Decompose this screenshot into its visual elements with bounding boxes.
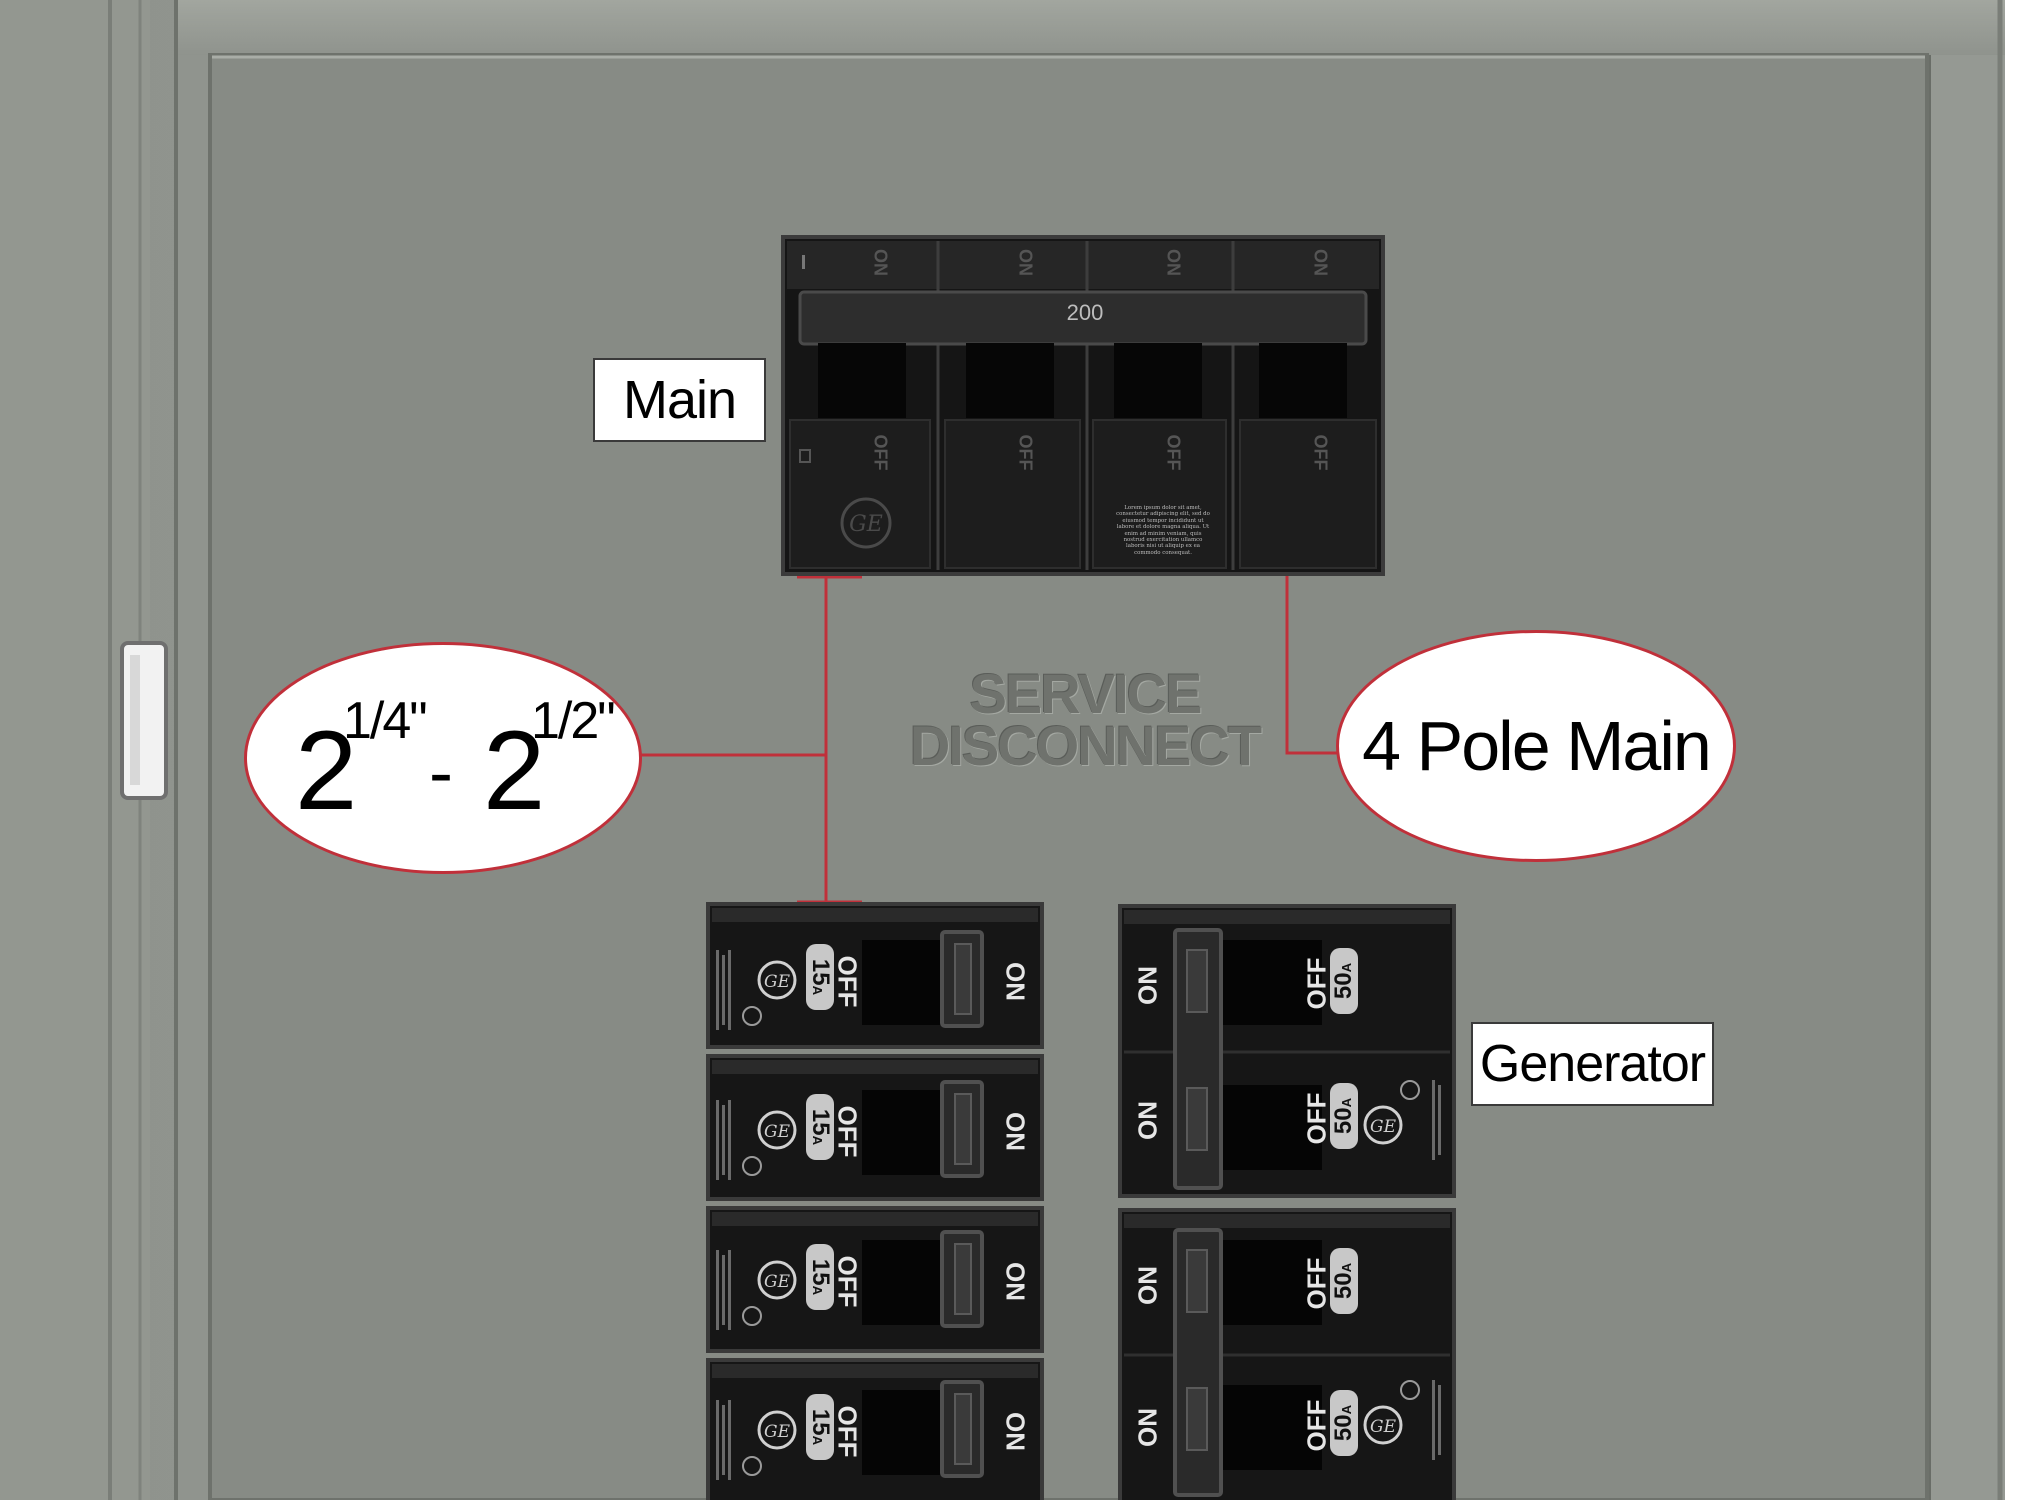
branch-off-label-4: OFF (832, 1405, 863, 1458)
branch-amp-badge-4: 15A (806, 1394, 834, 1460)
branch-on-label-4: ON (1000, 1412, 1031, 1451)
svg-text:GE: GE (764, 1422, 791, 1442)
svg-text:GE: GE (1370, 1117, 1397, 1137)
main-breaker[interactable]: GE (781, 235, 1385, 576)
generator-off-label-2: OFF (1301, 1092, 1332, 1145)
generator-breaker-column: GE GE (1118, 904, 1456, 1500)
main-rating: 200 (1066, 300, 1104, 325)
main-label: Main (593, 358, 766, 442)
dimension-dash: - (429, 733, 453, 813)
branch-amp-badge-1: 15A (806, 944, 834, 1010)
branch-breaker-2[interactable]: GE (706, 1054, 1044, 1201)
branch-breaker-column: GE GE GE (706, 902, 1044, 1500)
branch-on-label-2: ON (1000, 1112, 1031, 1151)
main-off-label-4: OFF (1310, 434, 1331, 471)
dimension-fraction-1: 1/4" (343, 692, 428, 750)
main-on-label-3: ON (1163, 249, 1184, 276)
service-disconnect-watermark: SERVICE DISCONNECT (905, 662, 1265, 777)
generator-on-label-3: ON (1132, 1266, 1163, 1305)
branch-amp-badge-2: 15A (806, 1094, 834, 1160)
generator-amp-badge-4: 50A (1330, 1390, 1358, 1456)
main-on-label-4: ON (1310, 249, 1331, 276)
door-handle (120, 641, 168, 800)
dimension-bubble: 2 1/4" - 2 1/2" (244, 642, 642, 874)
main-fine-print: Lorem ipsum dolor sit amet, consectetur … (1116, 505, 1210, 556)
generator-off-label-4: OFF (1301, 1399, 1332, 1452)
four-pole-main-bubble: 4 Pole Main (1336, 630, 1736, 862)
dimension-fraction-2: 1/2" (531, 692, 616, 750)
main-on-label-2: ON (1015, 249, 1036, 276)
branch-amp-badge-3: 15A (806, 1244, 834, 1310)
generator-off-label-1: OFF (1301, 957, 1332, 1010)
generator-on-label-4: ON (1132, 1408, 1163, 1447)
four-pole-main-text: 4 Pole Main (1362, 707, 1712, 785)
branch-on-label-1: ON (1000, 962, 1031, 1001)
branch-off-label-3: OFF (832, 1255, 863, 1308)
ge-logo-icon (840, 497, 892, 549)
generator-amp-badge-2: 50A (1330, 1083, 1358, 1149)
enclosure-top (175, 0, 2005, 55)
dimension-base-2: 2 (483, 708, 546, 833)
main-handle-tie[interactable] (798, 290, 1368, 346)
enclosure-right (1925, 55, 2005, 1500)
dimension-base-1: 2 (295, 708, 358, 833)
branch-off-label-1: OFF (832, 955, 863, 1008)
svg-text:GE: GE (1370, 1417, 1397, 1437)
branch-breaker-4[interactable]: GE (706, 1358, 1044, 1500)
generator-amp-badge-3: 50A (1330, 1248, 1358, 1314)
main-on-label-1: ON (870, 249, 891, 276)
generator-amp-badge-1: 50A (1330, 948, 1358, 1014)
main-off-label-3: OFF (1163, 434, 1184, 471)
watermark-line-1: SERVICE (969, 662, 1203, 725)
svg-text:GE: GE (849, 512, 883, 537)
generator-on-label-1: ON (1132, 966, 1163, 1005)
branch-off-label-2: OFF (832, 1105, 863, 1158)
generator-breaker-bottom[interactable]: GE (1118, 1208, 1456, 1500)
branch-breaker-3[interactable]: GE (706, 1206, 1044, 1353)
svg-text:GE: GE (764, 1272, 791, 1292)
generator-breaker-top[interactable]: GE (1118, 904, 1456, 1198)
branch-breaker-1[interactable]: GE (706, 902, 1044, 1049)
svg-text:GE: GE (764, 972, 791, 992)
generator-on-label-2: ON (1132, 1101, 1163, 1140)
generator-off-label-3: OFF (1301, 1257, 1332, 1310)
generator-label: Generator (1471, 1022, 1714, 1106)
branch-on-label-3: ON (1000, 1262, 1031, 1301)
svg-text:GE: GE (764, 1122, 791, 1142)
watermark-line-2: DISCONNECT (909, 713, 1262, 777)
main-off-label-2: OFF (1015, 434, 1036, 471)
main-off-label-1: OFF (870, 434, 891, 471)
